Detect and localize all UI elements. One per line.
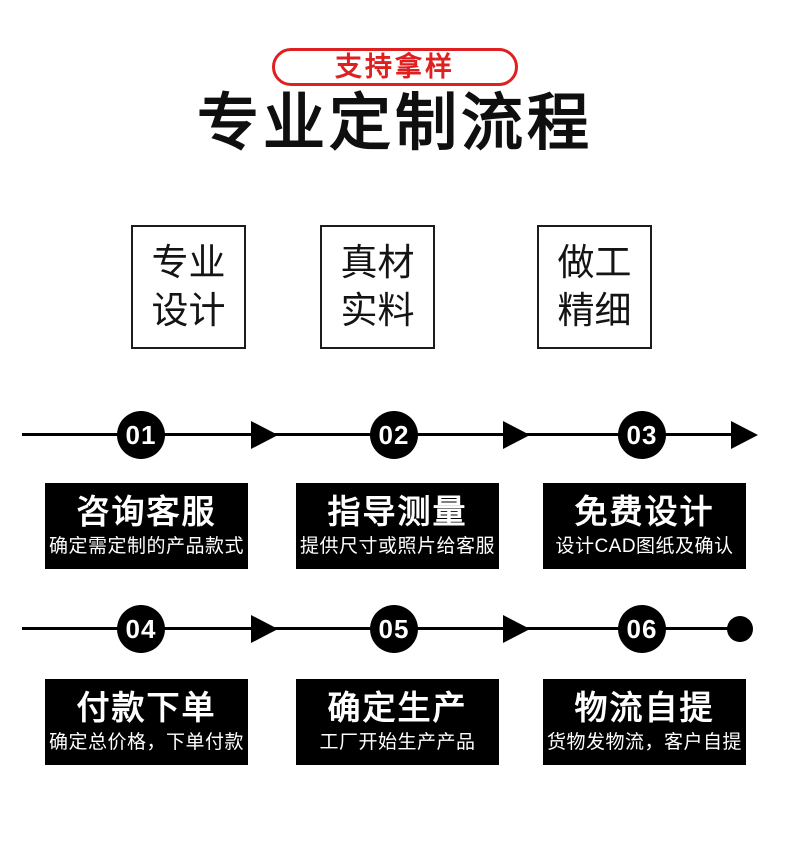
arrow-right-icon	[251, 615, 278, 643]
step-card-measure: 指导测量 提供尺寸或照片给客服	[296, 483, 499, 569]
step-card-desc: 确定需定制的产品款式	[48, 536, 244, 558]
arrow-right-icon	[731, 421, 758, 449]
step-card-title: 物流自提	[574, 688, 715, 726]
feature-line: 实料	[340, 290, 415, 331]
arrow-right-icon	[503, 421, 530, 449]
step-number-badge-05: 05	[370, 605, 418, 653]
step-card-title: 免费设计	[574, 492, 715, 530]
step-card-desc: 确定总价格，下单付款	[48, 732, 244, 754]
feature-box-materials: 真材 实料	[320, 225, 435, 349]
page-title: 专业定制流程	[196, 89, 593, 158]
arrow-right-icon	[503, 615, 530, 643]
feature-line: 精细	[557, 290, 632, 331]
step-number-badge-06: 06	[618, 605, 666, 653]
step-card-free-design: 免费设计 设计CAD图纸及确认	[543, 483, 746, 569]
feature-line: 做工	[557, 241, 632, 283]
feature-line: 专业	[151, 241, 226, 283]
step-card-consult: 咨询客服 确定需定制的产品款式	[45, 483, 248, 569]
feature-line: 设计	[151, 290, 226, 331]
step-number-badge-02: 02	[370, 411, 418, 459]
step-number-badge-03: 03	[618, 411, 666, 459]
sample-support-badge-label: 支持拿样	[335, 51, 455, 82]
step-card-logistics: 物流自提 货物发物流，客户自提	[543, 679, 746, 765]
step-number-badge-04: 04	[117, 605, 165, 653]
step-card-desc: 工厂开始生产产品	[319, 732, 476, 754]
step-card-production: 确定生产 工厂开始生产产品	[296, 679, 499, 765]
arrow-right-icon	[251, 421, 278, 449]
feature-box-design: 专业 设计	[131, 225, 246, 349]
step-card-desc: 提供尺寸或照片给客服	[299, 536, 495, 558]
step-number-badge-01: 01	[117, 411, 165, 459]
sample-support-badge: 支持拿样	[272, 48, 518, 86]
feature-line: 真材	[340, 241, 415, 283]
step-card-desc: 货物发物流，客户自提	[546, 732, 742, 754]
step-card-title: 咨询客服	[76, 492, 217, 530]
step-card-title: 付款下单	[76, 688, 217, 726]
step-card-title: 确定生产	[327, 688, 468, 726]
step-card-title: 指导测量	[327, 492, 468, 530]
timeline-end-dot	[727, 616, 753, 642]
step-card-payment: 付款下单 确定总价格，下单付款	[45, 679, 248, 765]
step-card-desc: 设计CAD图纸及确认	[555, 536, 734, 558]
feature-box-workmanship: 做工 精细	[537, 225, 652, 349]
